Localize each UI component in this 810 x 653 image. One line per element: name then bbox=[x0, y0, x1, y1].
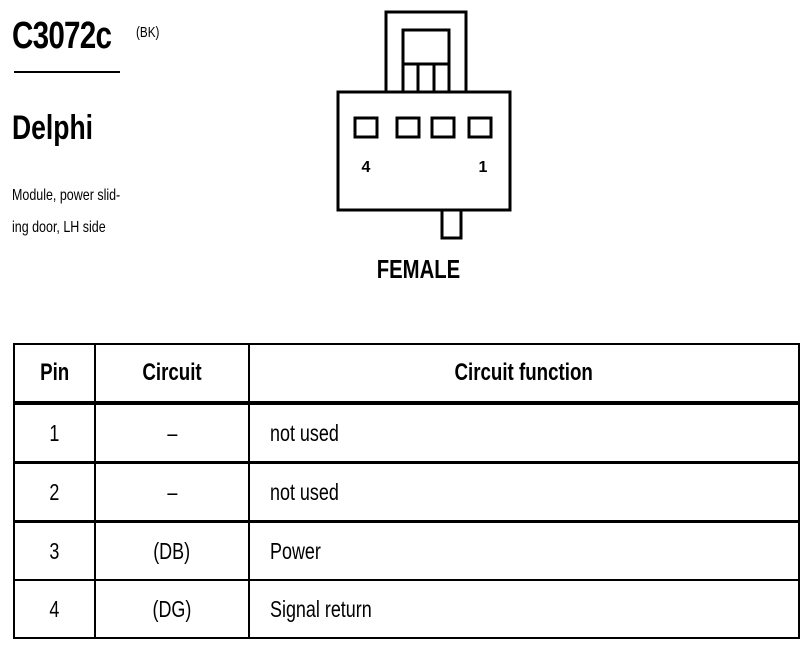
table-row: 1 – not used bbox=[13, 402, 800, 464]
description-line-1: Module, power slid- bbox=[12, 187, 121, 204]
cell-circuit-function: not used bbox=[248, 461, 800, 523]
cavity-label-1: 1 bbox=[479, 159, 488, 176]
pinout-table: Pin Circuit Circuit function 1 – not use… bbox=[13, 343, 800, 639]
header-circuit-function: Circuit function bbox=[248, 343, 800, 405]
cell-pin: 2 bbox=[13, 461, 96, 523]
table-row: 2 – not used bbox=[13, 461, 800, 523]
table-row: 4 (DG) Signal return bbox=[13, 579, 800, 639]
connector-gender: FEMALE bbox=[376, 254, 460, 284]
connector-color-code: (BK) bbox=[136, 24, 160, 41]
cell-pin: 1 bbox=[13, 402, 96, 464]
table-header-row: Pin Circuit Circuit function bbox=[13, 343, 800, 405]
cell-circuit: (DG) bbox=[94, 579, 250, 639]
cavity-4 bbox=[353, 116, 379, 139]
connector-face-diagram: 4 1 bbox=[336, 10, 512, 240]
cavity-3 bbox=[395, 116, 421, 139]
table-row: 3 (DB) Power bbox=[13, 520, 800, 581]
cell-circuit-function: not used bbox=[248, 402, 800, 464]
connector-lock-latch bbox=[401, 28, 451, 94]
connector-id: C3072c bbox=[12, 15, 112, 57]
connector-lock-housing bbox=[384, 10, 468, 94]
description-line-2: ing door, LH side bbox=[12, 219, 106, 236]
cell-pin: 4 bbox=[13, 579, 96, 639]
cell-circuit: – bbox=[94, 402, 250, 464]
cell-circuit: (DB) bbox=[94, 520, 250, 581]
manufacturer-name: Delphi bbox=[12, 109, 94, 147]
header-circuit: Circuit bbox=[94, 343, 250, 405]
cell-circuit-function: Signal return bbox=[248, 579, 800, 639]
title-underline bbox=[14, 71, 120, 73]
cell-circuit-function: Power bbox=[248, 520, 800, 581]
cell-circuit: – bbox=[94, 461, 250, 523]
connector-body bbox=[336, 90, 512, 212]
connector-key-tab bbox=[440, 210, 463, 240]
cavity-1 bbox=[467, 116, 493, 139]
cavity-2 bbox=[430, 116, 456, 139]
header-pin: Pin bbox=[13, 343, 96, 405]
cavity-label-4: 4 bbox=[362, 159, 371, 176]
cell-pin: 3 bbox=[13, 520, 96, 581]
